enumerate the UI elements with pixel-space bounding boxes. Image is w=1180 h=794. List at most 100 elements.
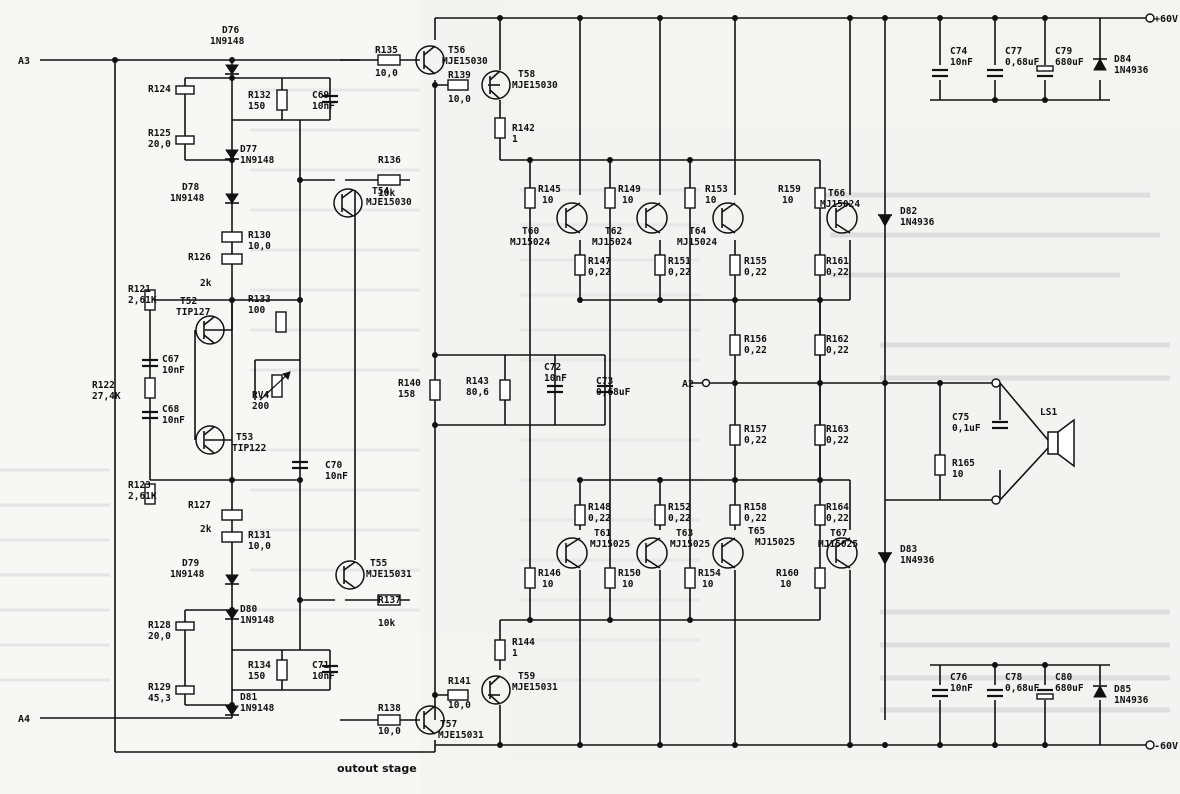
label-t62: T62 [605, 226, 622, 237]
label-r151: R151 [668, 256, 691, 267]
label-r135-value: 10,0 [375, 68, 398, 79]
label-c70-value: 10nF [325, 471, 348, 482]
label-t64-value: MJ15024 [677, 237, 717, 248]
label-t58: T58 [518, 69, 535, 80]
label-t59: T59 [518, 671, 535, 682]
label-d82-value: 1N4936 [900, 217, 935, 228]
label-d79: D79 [182, 558, 199, 569]
label-r142-value: 1 [512, 134, 518, 145]
label-t59-value: MJE15031 [512, 682, 558, 693]
label-r155: R155 [744, 256, 767, 267]
label-t58-value: MJE15030 [512, 80, 558, 91]
label-c68-value: 10nF [162, 415, 185, 426]
diode-symbols [225, 57, 1107, 716]
label-r128-value: 20,0 [148, 631, 171, 642]
label-r157-value: 0,22 [744, 435, 767, 446]
label-r158: R158 [744, 502, 767, 513]
label-c78-value: 0,68uF [1005, 683, 1040, 694]
label-r149-value: 10 [622, 195, 634, 206]
label-t66: T66 [828, 188, 845, 199]
label-r122: R122 [92, 380, 115, 391]
label-r152-value: 0,22 [668, 513, 691, 524]
label-c71-value: 10nF [312, 671, 335, 682]
label-r163: R163 [826, 424, 849, 435]
label-r144-value: 1 [512, 648, 518, 659]
transistor-symbols [195, 45, 858, 735]
label-r159-value: 10 [782, 195, 794, 206]
label-r152: R152 [668, 502, 691, 513]
label-d76: D76 [222, 25, 239, 36]
label-r156: R156 [744, 334, 767, 345]
label-r151-value: 0,22 [668, 267, 691, 278]
label-t53-value: TIP122 [232, 443, 266, 454]
label-c75: C75 [952, 412, 969, 423]
label-t54-value: MJE15030 [366, 197, 412, 208]
label-t56: T56 [448, 45, 465, 56]
label-c77: C77 [1005, 46, 1022, 57]
label-r163-value: 0,22 [826, 435, 849, 446]
label-r156-value: 0,22 [744, 345, 767, 356]
label-c74-value: 10nF [950, 57, 973, 68]
label-c79: C79 [1055, 46, 1072, 57]
label-r125: R125 [148, 128, 171, 139]
label-r130: R130 [248, 230, 271, 241]
label-d82: D82 [900, 206, 917, 217]
label-c80-value: 680uF [1055, 683, 1084, 694]
label-t67: T67 [830, 528, 847, 539]
label-r146-value: 10 [542, 579, 554, 590]
capacitor-symbols [142, 65, 1054, 700]
label-r159: R159 [778, 184, 801, 195]
label-r122-value: 27,4K [92, 391, 121, 402]
label-t63: T63 [676, 528, 693, 539]
label-r140: R140 [398, 378, 421, 389]
label-r140-value: 158 [398, 389, 415, 400]
label-r154-value: 10 [702, 579, 714, 590]
label-d83-value: 1N4936 [900, 555, 935, 566]
rail-positive-label: +60V [1154, 14, 1178, 25]
label-r136: R136 [378, 155, 401, 166]
label-r131-value: 10,0 [248, 541, 271, 552]
label-c80: C80 [1055, 672, 1072, 683]
terminal-circles [701, 13, 1155, 750]
label-r139-value: 10,0 [448, 94, 471, 105]
label-c79-value: 680uF [1055, 57, 1084, 68]
label-r132-value: 150 [248, 101, 265, 112]
label-r126-value: 2k [200, 278, 212, 289]
label-r147-value: 0,22 [588, 267, 611, 278]
label-r126: R126 [188, 252, 211, 263]
label-r158-value: 0,22 [744, 513, 767, 524]
label-r131: R131 [248, 530, 271, 541]
label-r124: R124 [148, 84, 171, 95]
label-r148: R148 [588, 502, 611, 513]
junction-dots [112, 15, 1048, 748]
label-c73: C73 [596, 376, 613, 387]
label-r141: R141 [448, 676, 471, 687]
label-d77-value: 1N9148 [240, 155, 275, 166]
label-c67: C67 [162, 354, 179, 365]
label-r130-value: 10,0 [248, 241, 271, 252]
label-rv4-value: 200 [252, 401, 269, 412]
label-r125-value: 20,0 [148, 139, 171, 150]
label-c73-value: 0,68uF [596, 387, 631, 398]
label-r137-value: 10k [378, 618, 395, 629]
label-d80-value: 1N9148 [240, 615, 275, 626]
label-c78: C78 [1005, 672, 1022, 683]
label-r129-value: 45,3 [148, 693, 171, 704]
rail-negative-label: -60V [1154, 741, 1178, 752]
label-ls1: LS1 [1040, 407, 1057, 418]
label-r127-value: 2k [200, 524, 212, 535]
label-t61: T61 [594, 528, 611, 539]
label-d80: D80 [240, 604, 257, 615]
label-t57-value: MJE15031 [438, 730, 484, 741]
node-a3-label: A3 [18, 56, 30, 67]
label-c72-value: 10nF [544, 373, 567, 384]
label-d85: D85 [1114, 684, 1131, 695]
label-r145: R145 [538, 184, 561, 195]
label-r160: R160 [776, 568, 799, 579]
label-r136-value: 10k [378, 188, 395, 199]
label-d77: D77 [240, 144, 257, 155]
label-r132: R132 [248, 90, 271, 101]
label-t60-value: MJ15024 [510, 237, 550, 248]
label-t63-value: MJ15025 [670, 539, 710, 550]
